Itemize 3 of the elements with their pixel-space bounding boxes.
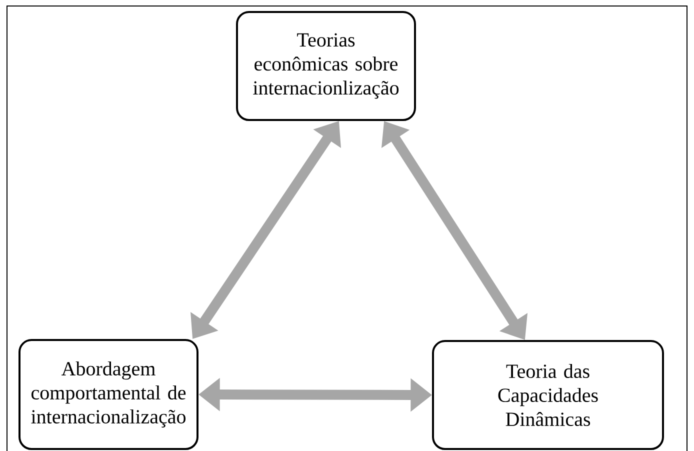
text-box: Abordagem comportamental de internacionalização [18,339,198,450]
text-box: Teoria das Capacidades Dinâmicas [432,340,664,450]
text-box: Teorias econômicas sobre internacionlização [236,11,416,121]
